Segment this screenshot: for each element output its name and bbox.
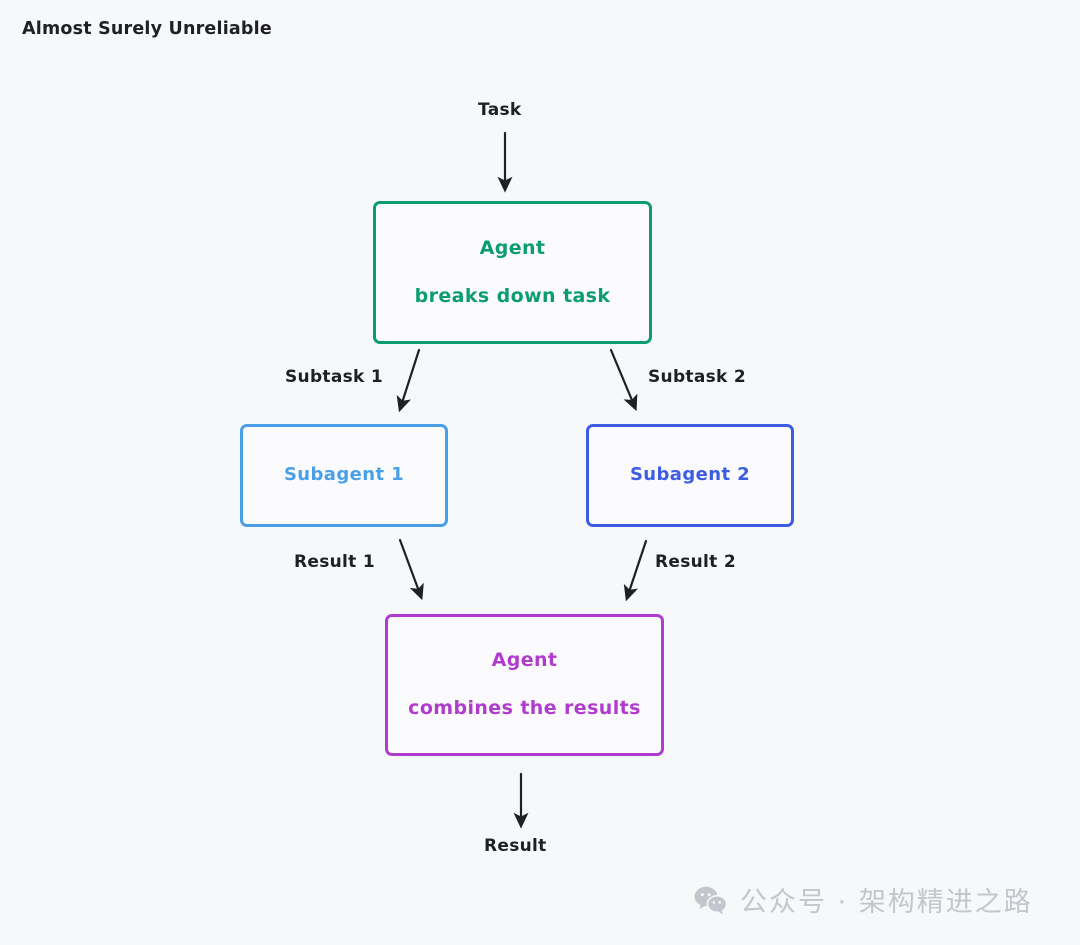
node-subagent-2-label: Subagent 2 bbox=[629, 464, 751, 486]
node-agent-bottom-title: Agent bbox=[491, 649, 558, 672]
arrow-subtask-2 bbox=[609, 348, 638, 412]
edge-label-subtask-1: Subtask 1 bbox=[285, 367, 383, 387]
watermark: 公众号 · 架构精进之路 bbox=[694, 880, 1033, 919]
node-agent-breaks-down-task[interactable]: Agent breaks down task bbox=[373, 201, 652, 344]
label-result: Result bbox=[484, 836, 547, 856]
arrow-result-2 bbox=[623, 539, 648, 602]
node-agent-bottom-subtitle: combines the results bbox=[408, 697, 641, 719]
node-subagent-2[interactable]: Subagent 2 bbox=[586, 424, 794, 527]
edge-label-result-2: Result 2 bbox=[655, 552, 736, 572]
node-agent-top-title: Agent bbox=[479, 236, 546, 259]
node-subagent-1[interactable]: Subagent 1 bbox=[240, 424, 448, 527]
arrow-result-1 bbox=[398, 538, 424, 601]
node-agent-top-subtitle: breaks down task bbox=[414, 284, 611, 307]
node-subagent-1-label: Subagent 1 bbox=[283, 464, 405, 486]
label-task: Task bbox=[478, 100, 522, 120]
node-agent-combines-results[interactable]: Agent combines the results bbox=[385, 614, 664, 756]
edge-label-subtask-2: Subtask 2 bbox=[648, 367, 746, 387]
edge-label-result-1: Result 1 bbox=[294, 552, 375, 572]
watermark-text: 公众号 · 架构精进之路 bbox=[740, 887, 1033, 918]
wechat-icon bbox=[694, 886, 728, 914]
arrow-subtask-1 bbox=[396, 348, 421, 413]
page-title: Almost Surely Unreliable bbox=[22, 19, 272, 39]
